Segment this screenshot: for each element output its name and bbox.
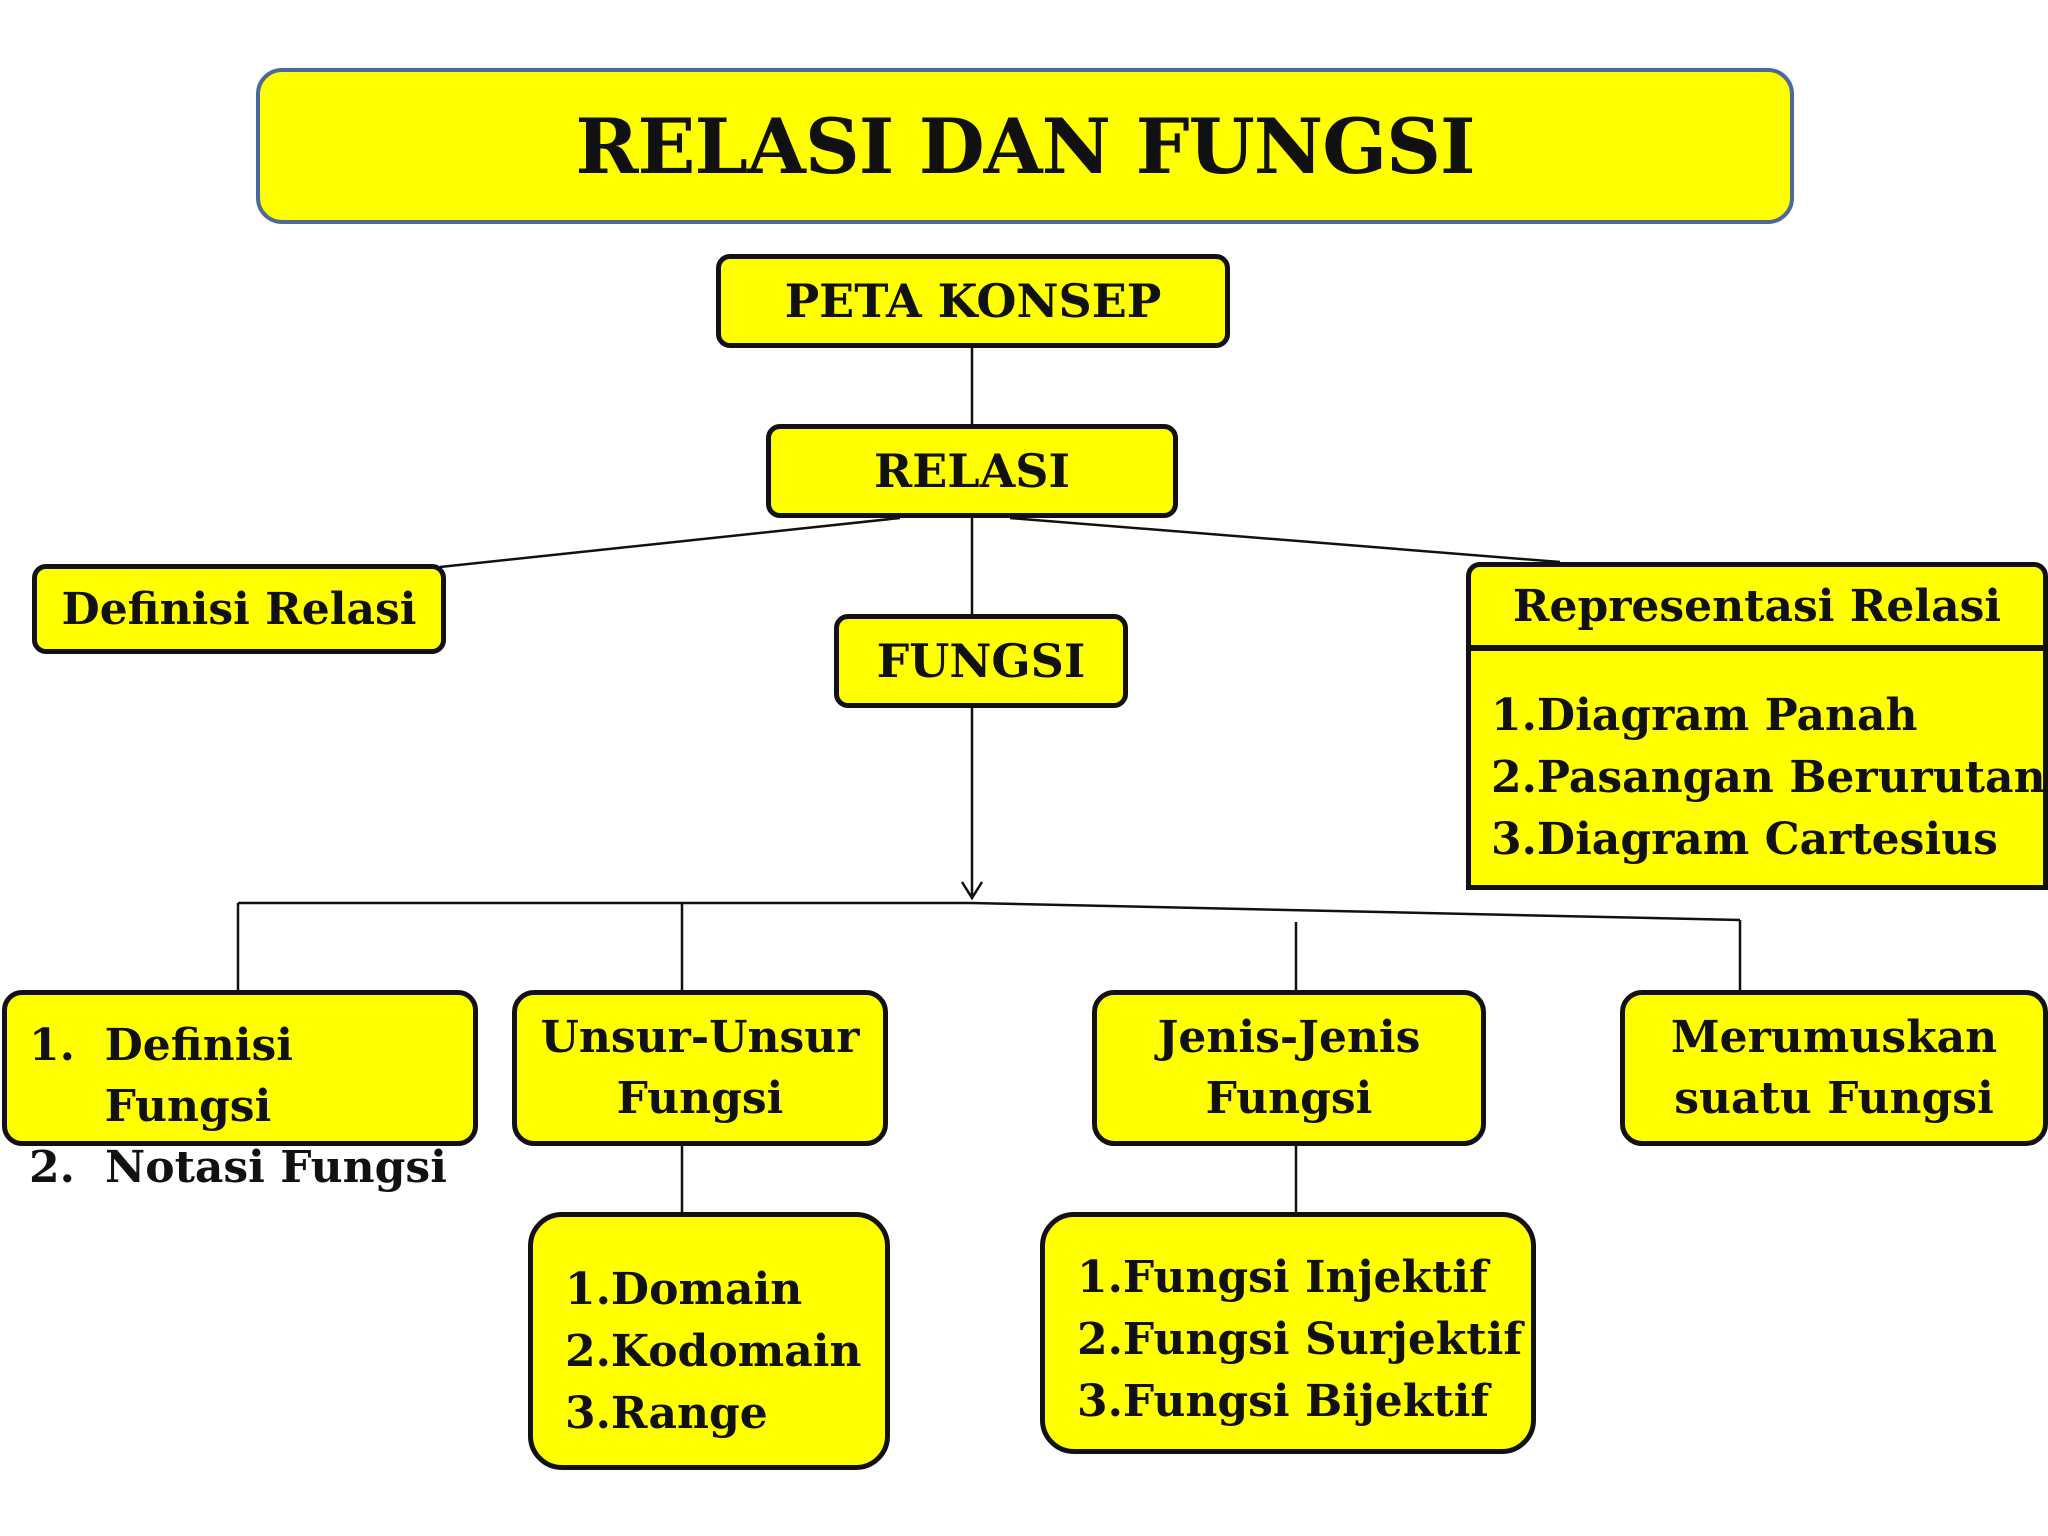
connector-relasi-representasi: [1009, 516, 1561, 564]
arrowhead: [960, 881, 984, 901]
merumuskan-label-line: Merumuskan: [1670, 1012, 1998, 1063]
fungsi-node: FUNGSI: [834, 614, 1128, 708]
jenis-item: 3.Fungsi Bijektif: [1077, 1376, 1490, 1427]
unsur-label-line: Unsur-Unsur: [540, 1012, 860, 1063]
jenis-jenis-node: Jenis-Jenis Fungsi: [1092, 990, 1486, 1146]
unsur-item: 3.Range: [565, 1388, 768, 1439]
jenis-label-line: Fungsi: [1205, 1073, 1373, 1124]
merumuskan-label-line: suatu Fungsi: [1674, 1073, 1994, 1124]
fungsi-label: FUNGSI: [876, 634, 1086, 688]
list-number: 2.: [29, 1142, 75, 1193]
connector-horizontal-right: [971, 901, 1741, 922]
diagram-title: RELASI DAN FUNGSI: [575, 101, 1475, 191]
peta-konsep-node: PETA KONSEP: [716, 254, 1230, 348]
relasi-node: RELASI: [766, 424, 1178, 518]
list-number: 1.: [29, 1020, 75, 1071]
definisi-relasi-label: Definisi Relasi: [61, 583, 417, 635]
definisi-fungsi-row: 1. Definisi Fungsi: [29, 1015, 473, 1137]
merumuskan-node: Merumuskan suatu Fungsi: [1620, 990, 2048, 1146]
representasi-heading-node: Representasi Relasi: [1466, 562, 2048, 650]
title-box: RELASI DAN FUNGSI: [256, 68, 1794, 224]
representasi-heading: Representasi Relasi: [1512, 580, 2002, 632]
representasi-item: 3.Diagram Cartesius: [1491, 814, 1998, 865]
representasi-item: 1.Diagram Panah: [1491, 690, 1918, 741]
unsur-item: 2.Kodomain: [565, 1326, 862, 1377]
unsur-label-line: Fungsi: [616, 1073, 784, 1124]
connector-relasi-definisi: [439, 516, 901, 569]
list-text: Definisi Fungsi: [104, 1020, 293, 1132]
representasi-item: 2.Pasangan Berurutan: [1491, 752, 2046, 803]
definisi-fungsi-node: 1. Definisi Fungsi 2. Notasi Fungsi: [2, 990, 478, 1193]
jenis-item: 2.Fungsi Surjektif: [1077, 1314, 1523, 1365]
definisi-fungsi-row: 2. Notasi Fungsi: [29, 1137, 473, 1198]
definisi-relasi-node: Definisi Relasi: [32, 564, 446, 654]
unsur-item: 1.Domain: [565, 1264, 803, 1315]
jenis-label-line: Jenis-Jenis: [1157, 1012, 1421, 1063]
unsur-list-node: 1.Domain 2.Kodomain 3.Range: [528, 1212, 890, 1470]
jenis-item: 1.Fungsi Injektif: [1077, 1252, 1488, 1303]
representasi-list-node: 1.Diagram Panah 2.Pasangan Berurutan 3.D…: [1466, 646, 2048, 890]
relasi-label: RELASI: [873, 444, 1071, 498]
peta-konsep-label: PETA KONSEP: [784, 274, 1162, 328]
jenis-list-node: 1.Fungsi Injektif 2.Fungsi Surjektif 3.F…: [1040, 1212, 1536, 1454]
unsur-unsur-node: Unsur-Unsur Fungsi: [512, 990, 888, 1146]
list-text: Notasi Fungsi: [105, 1142, 447, 1193]
